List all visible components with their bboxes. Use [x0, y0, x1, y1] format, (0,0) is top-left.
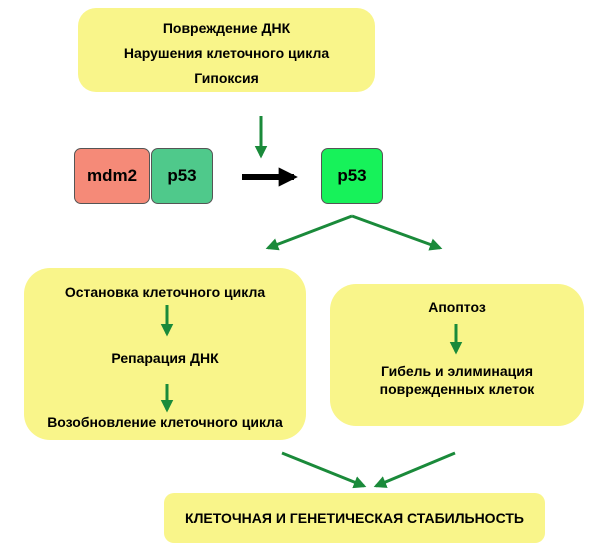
stress-factors-box: Повреждение ДНК Нарушения клеточного цик…	[78, 8, 375, 92]
right-line-death: Гибель и элиминация	[381, 363, 533, 379]
stress-line-hypoxia: Гипоксия	[194, 70, 259, 86]
right-line-apoptosis: Апоптоз	[428, 299, 486, 315]
arrow-right-to-stability	[373, 451, 456, 488]
p53-free-label: p53	[337, 166, 367, 185]
arrow-p53-to-apoptosis	[351, 214, 443, 251]
result-text: КЛЕТОЧНАЯ И ГЕНЕТИЧЕСКАЯ СТАБИЛЬНОСТЬ	[185, 510, 524, 526]
left-line-resumption: Возобновление клеточного цикла	[47, 414, 283, 430]
mdm2-node: mdm2	[74, 148, 150, 204]
arrow-p53-to-arrest	[265, 214, 353, 251]
p53-bound-label: p53	[167, 166, 197, 185]
stress-line-dna-damage: Повреждение ДНК	[162, 20, 291, 36]
apoptosis-box: Апоптоз Гибель и элиминация поврежденных…	[330, 284, 584, 426]
cell-cycle-arrest-box: Остановка клеточного цикла Репарация ДНК…	[24, 268, 306, 440]
mdm2-label: mdm2	[86, 166, 138, 185]
p53-bound-node: p53	[151, 148, 213, 204]
left-line-repair: Репарация ДНК	[111, 350, 219, 366]
left-line-arrest: Остановка клеточного цикла	[64, 284, 266, 300]
arrow-left-to-stability	[281, 451, 367, 489]
stress-line-cell-cycle-disruption: Нарушения клеточного цикла	[123, 45, 330, 61]
right-line-damaged-cells: поврежденных клеток	[379, 381, 535, 397]
stability-result-box: КЛЕТОЧНАЯ И ГЕНЕТИЧЕСКАЯ СТАБИЛЬНОСТЬ	[164, 493, 545, 543]
p53-free-node: p53	[321, 148, 383, 204]
